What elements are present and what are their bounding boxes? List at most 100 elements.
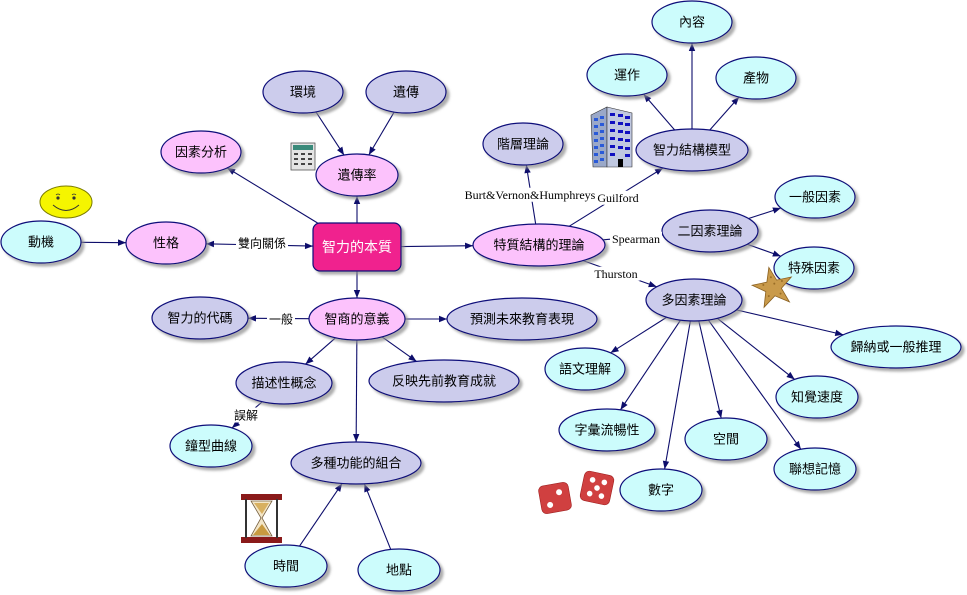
node-ellipse bbox=[684, 417, 768, 461]
node-structure-model[interactable]: 智力結構模型 bbox=[635, 128, 749, 172]
hourglass-icon bbox=[241, 494, 282, 543]
node-place[interactable]: 地點 bbox=[357, 548, 441, 592]
node-ellipse bbox=[125, 221, 207, 265]
node-factor-analysis[interactable]: 因素分析 bbox=[160, 130, 242, 174]
node-time[interactable]: 時間 bbox=[244, 544, 328, 588]
node-heredity[interactable]: 遺傳 bbox=[365, 70, 447, 114]
edge-multi_factor-to-reasoning bbox=[736, 309, 844, 337]
node-iq-code[interactable]: 智力的代碼 bbox=[151, 296, 249, 340]
node-multi-factor[interactable]: 多因素理論 bbox=[645, 278, 743, 322]
node-label: 智力的代碼 bbox=[167, 311, 232, 327]
node-ellipse bbox=[446, 297, 598, 341]
node-ellipse bbox=[262, 70, 344, 114]
node-label: 一般因素 bbox=[789, 190, 841, 206]
edge-root-to-trait_theory bbox=[400, 242, 474, 250]
node-label: 語文理解 bbox=[559, 362, 611, 378]
node-space[interactable]: 空間 bbox=[684, 417, 768, 461]
node-label: 內容 bbox=[679, 15, 705, 31]
node-ellipse bbox=[651, 0, 733, 44]
node-label: 動機 bbox=[28, 236, 54, 251]
node-specific-factor[interactable]: 特殊因素 bbox=[773, 246, 855, 290]
node-motivation[interactable]: 動機 bbox=[0, 220, 82, 264]
node-label: 地點 bbox=[386, 564, 412, 579]
node-label: 智力的本質 bbox=[322, 240, 392, 256]
node-general-factor[interactable]: 一般因素 bbox=[774, 175, 856, 219]
node-operation[interactable]: 運作 bbox=[586, 53, 668, 97]
node-label: 空間 bbox=[713, 433, 739, 448]
edge-structure_model-to-product bbox=[709, 96, 740, 131]
calculator-icon bbox=[290, 142, 316, 171]
edge-multi_factor-to-memory bbox=[707, 319, 802, 450]
node-number[interactable]: 數字 bbox=[619, 468, 703, 512]
node-environment[interactable]: 環境 bbox=[262, 70, 344, 114]
node-ellipse bbox=[235, 361, 333, 405]
node-ellipse bbox=[315, 153, 399, 197]
node-label: 聯想記憶 bbox=[789, 462, 841, 478]
node-ellipse bbox=[160, 130, 242, 174]
node-label: 特質結構的理論 bbox=[493, 238, 584, 254]
node-heritability[interactable]: 遺傳率 bbox=[315, 153, 399, 197]
dice-icon bbox=[538, 470, 615, 514]
edge-multi_factor-to-space bbox=[698, 320, 723, 419]
edge-multi_factor-to-word_fluency bbox=[620, 319, 681, 411]
node-ellipse bbox=[775, 375, 859, 419]
edge-heredity-to-heritability bbox=[368, 111, 395, 156]
edge-label-background bbox=[595, 190, 641, 205]
node-word-fluency[interactable]: 字彙流暢性 bbox=[558, 408, 656, 452]
edge-root-to-factor_analysis bbox=[226, 167, 318, 224]
root-node-box bbox=[312, 222, 402, 272]
node-label: 階層理論 bbox=[497, 137, 549, 153]
edge-label-background bbox=[610, 231, 662, 246]
node-perceptual[interactable]: 知覺速度 bbox=[775, 375, 859, 419]
edge-iq_meaning-to-descriptive bbox=[305, 337, 336, 365]
node-ellipse bbox=[244, 544, 328, 588]
node-memory[interactable]: 聯想記憶 bbox=[773, 447, 857, 491]
node-predict[interactable]: 預測未來教育表現 bbox=[446, 297, 598, 341]
node-label: 反映先前教育成就 bbox=[392, 374, 496, 390]
node-ellipse bbox=[365, 70, 447, 114]
edge-structure_model-to-operation bbox=[643, 93, 676, 131]
node-label: 多種功能的組合 bbox=[310, 456, 401, 472]
edge-two_factor-to-general_factor bbox=[748, 207, 782, 220]
node-ellipse bbox=[773, 447, 857, 491]
node-label: 字彙流暢性 bbox=[574, 423, 639, 439]
node-product[interactable]: 產物 bbox=[715, 56, 797, 100]
node-root[interactable]: 智力的本質 bbox=[312, 222, 402, 272]
node-ellipse bbox=[482, 122, 564, 166]
node-label: 運作 bbox=[614, 69, 640, 84]
smiley-face-icon bbox=[39, 185, 93, 219]
node-content[interactable]: 內容 bbox=[651, 0, 733, 44]
edge-label-background bbox=[231, 407, 261, 423]
node-label: 鐘型曲線 bbox=[185, 439, 237, 455]
node-verbal[interactable]: 語文理解 bbox=[544, 347, 626, 391]
edge-label-background bbox=[235, 235, 289, 251]
node-descriptive[interactable]: 描述性概念 bbox=[235, 361, 333, 405]
node-multi-function[interactable]: 多種功能的組合 bbox=[290, 441, 422, 485]
node-ellipse bbox=[715, 56, 797, 100]
node-label: 多因素理論 bbox=[661, 293, 726, 309]
node-label: 特殊因素 bbox=[788, 262, 840, 277]
node-ellipse bbox=[544, 347, 626, 391]
node-label: 因素分析 bbox=[175, 146, 227, 161]
node-reflect[interactable]: 反映先前教育成就 bbox=[368, 359, 520, 403]
edge-label-background bbox=[266, 311, 296, 327]
node-ellipse bbox=[472, 223, 606, 267]
node-two-factor[interactable]: 二因素理論 bbox=[661, 209, 759, 253]
node-personality[interactable]: 性格 bbox=[125, 221, 207, 265]
edge-label: 誤解 bbox=[234, 408, 258, 423]
edge-multi_factor-to-verbal bbox=[610, 316, 668, 354]
node-hierarchy[interactable]: 階層理論 bbox=[482, 122, 564, 166]
edge-label: Thurston bbox=[594, 267, 637, 281]
node-reasoning[interactable]: 歸納或一般推理 bbox=[830, 325, 962, 369]
node-ellipse bbox=[151, 296, 249, 340]
node-ellipse bbox=[774, 175, 856, 219]
edge-label: 雙向關係 bbox=[238, 236, 286, 251]
node-ellipse bbox=[0, 220, 82, 264]
node-bell-curve[interactable]: 鐘型曲線 bbox=[169, 424, 253, 468]
edge-iq_meaning-to-multi_function bbox=[353, 339, 360, 443]
node-label: 數字 bbox=[648, 484, 674, 499]
node-trait-theory[interactable]: 特質結構的理論 bbox=[472, 223, 606, 267]
node-iq-meaning[interactable]: 智商的意義 bbox=[308, 297, 406, 341]
